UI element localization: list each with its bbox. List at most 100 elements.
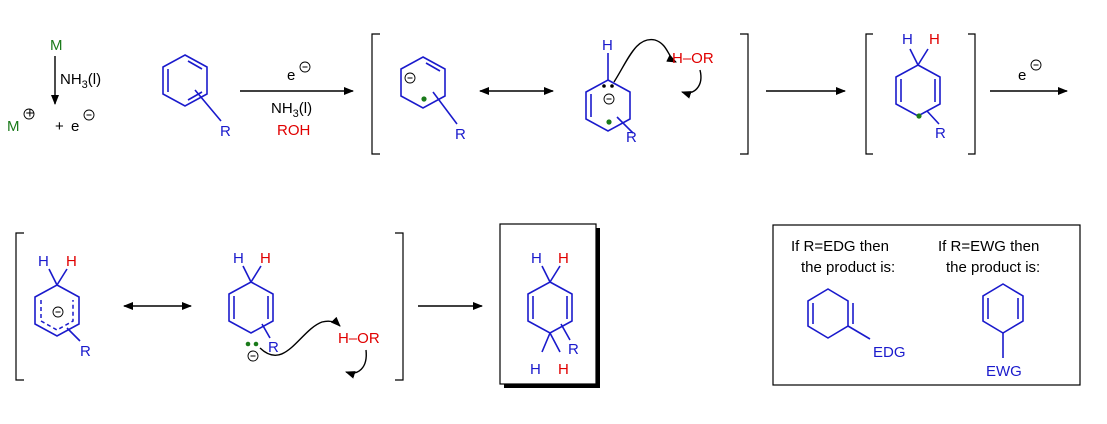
substituent-r: R	[268, 339, 279, 356]
product-h-bottom-right: H	[558, 361, 569, 378]
metal-symbol: M	[50, 37, 63, 54]
ch2-bond-right	[917, 48, 929, 66]
lone-pair-dot-1	[245, 341, 251, 347]
edg-substituent-bond	[847, 325, 871, 340]
product-box-frame	[499, 223, 597, 385]
substituent-bond	[194, 89, 222, 122]
plus-sign: +	[55, 118, 64, 135]
ewg-product-label: the product is:	[946, 259, 1040, 276]
hydrogen-red: H	[66, 253, 77, 270]
radical-dot	[421, 96, 427, 102]
reagent-electron: e	[1018, 67, 1026, 84]
minus-charge-icon	[404, 72, 416, 84]
lone-pair-dot-1	[602, 84, 606, 88]
ammonia-nh: NH	[60, 71, 82, 88]
minus-charge-icon	[247, 350, 259, 362]
bracket-left	[371, 33, 380, 155]
edg-label: EDG	[873, 344, 906, 361]
edg-product-label: the product is:	[801, 259, 895, 276]
bracket-left	[15, 232, 24, 381]
anion-ring-a	[34, 284, 80, 337]
proton-source: H–OR	[338, 330, 380, 347]
minus-charge-icon	[299, 61, 311, 73]
product-h-top-left: H	[531, 250, 542, 267]
benzene-ring	[162, 54, 208, 107]
ammonia-sub: 3	[82, 79, 88, 91]
lone-pair-dot-2	[610, 84, 614, 88]
minus-charge-icon	[1030, 59, 1042, 71]
benzene: R	[162, 54, 231, 140]
ch2-bond-right	[250, 265, 262, 283]
substituent-r: R	[220, 123, 231, 140]
hydrogen-red: H	[929, 31, 940, 48]
radical-anion-ring-a	[400, 56, 446, 109]
bottom-ch-bond-right	[549, 332, 561, 353]
curved-arrow-bond-break	[681, 69, 702, 99]
benzene-double-bond-2	[187, 91, 203, 101]
solvated-electron: e	[71, 118, 79, 135]
edg-product-ring	[807, 288, 849, 339]
reagent-ammonia-l: (l)	[299, 100, 312, 117]
bracket-right	[740, 33, 749, 155]
top-ch2-bond-left	[541, 265, 551, 283]
benzene-double-bond-1	[187, 60, 203, 70]
reagent-electron: e	[287, 67, 295, 84]
anion-delocalized-arc	[40, 300, 74, 331]
plus-charge-sign: +	[26, 105, 35, 122]
ch2-bond-left	[242, 265, 252, 283]
substituent-r: R	[568, 341, 579, 358]
bottom-ch-bond-left	[541, 332, 551, 353]
hydrogen-blue: H	[602, 37, 613, 54]
ewg-condition: If R=EWG then	[938, 238, 1039, 255]
substituent-bond	[261, 323, 271, 339]
metal-dissolution: M NH3(l) M + + e	[7, 37, 101, 135]
minus-charge-icon	[52, 306, 64, 318]
curved-arrow-protonation	[613, 38, 677, 83]
substituent-r: R	[935, 125, 946, 142]
substituent-r: R	[80, 343, 91, 360]
product-box: H H H H R	[499, 223, 600, 388]
minus-charge-icon	[83, 109, 95, 121]
hydrogen-blue: H	[902, 31, 913, 48]
substituent-r: R	[455, 126, 466, 143]
bracket-right	[968, 33, 976, 155]
edg-condition: If R=EDG then	[791, 238, 889, 255]
cyclohexadienyl-anion-bracket: H H R H H R H–OR	[15, 232, 404, 381]
ammonia-label: NH3(l)	[60, 71, 101, 91]
hydrogen-blue: H	[38, 253, 49, 270]
bracket-right	[395, 232, 404, 381]
hydrogen-red: H	[260, 250, 271, 267]
substituent-bond	[926, 110, 940, 125]
product-h-top-right: H	[558, 250, 569, 267]
reaction-arrow-3: e	[990, 59, 1068, 95]
radical-ring	[895, 64, 941, 117]
radical-anion-bracket: R H R H–OR	[371, 33, 749, 155]
lone-pair-dot-2	[253, 341, 259, 347]
reaction-arrow-1: e NH3(l) ROH	[240, 61, 354, 139]
substituent-bond	[616, 116, 634, 134]
legend-frame	[772, 224, 1081, 386]
reagent-ammonia: NH3(l)	[271, 100, 312, 120]
substituent-bond	[560, 323, 571, 341]
ch2-bond-left	[48, 268, 58, 286]
reagent-ammonia-sub: 3	[293, 108, 299, 120]
bracket-left	[865, 33, 873, 155]
radical-anion-ring-b	[585, 79, 631, 132]
substituent-bond	[66, 327, 81, 342]
substituent-r: R	[626, 129, 637, 146]
plus-charge-icon	[23, 108, 35, 120]
minus-charge-icon	[603, 93, 615, 105]
radical-dot	[916, 113, 922, 119]
hydrogen-blue: H	[233, 250, 244, 267]
radical-dot	[606, 119, 612, 125]
anion-ring-b	[228, 281, 274, 334]
radical-anion-a-double-bond	[425, 62, 441, 72]
reagent-alcohol: ROH	[277, 122, 310, 139]
curved-arrow-bond-break	[345, 349, 367, 379]
ewg-label: EWG	[986, 363, 1022, 380]
substituent-legend: If R=EDG then the product is: If R=EWG t…	[772, 224, 1081, 386]
curved-arrow-protonation	[259, 316, 341, 356]
ch2-bond-left	[909, 48, 919, 66]
top-ch2-bond-right	[549, 265, 561, 283]
